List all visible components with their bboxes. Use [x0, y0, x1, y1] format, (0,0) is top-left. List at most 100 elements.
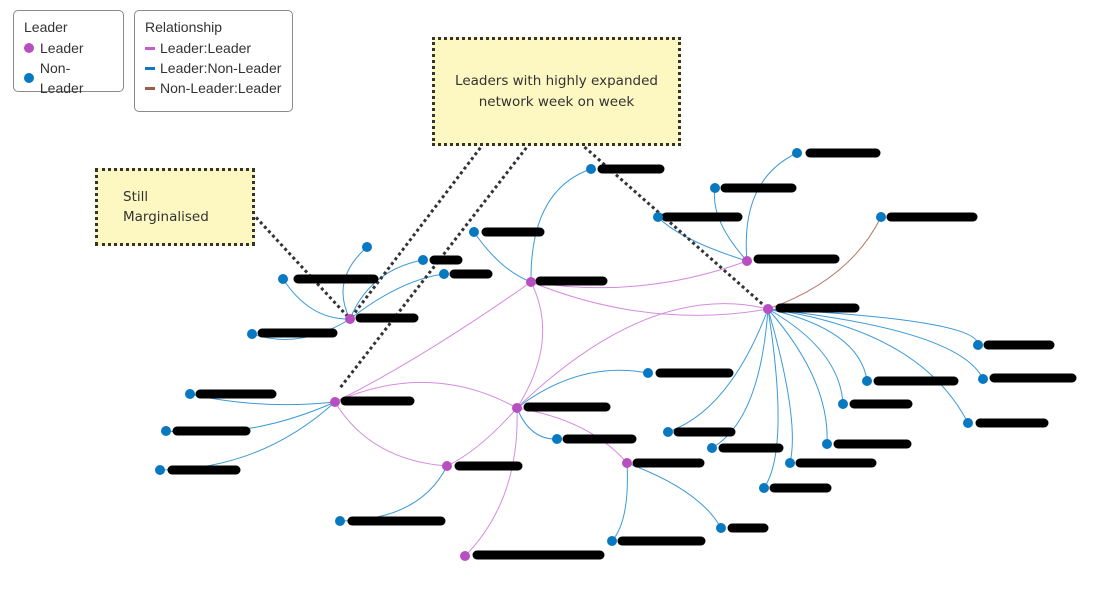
non-leader-node [973, 340, 983, 350]
edge [767, 308, 828, 445]
non-leader-node [862, 376, 872, 386]
edge [767, 216, 882, 310]
non-leader-node [759, 483, 769, 493]
edge [626, 462, 722, 529]
edge [473, 231, 532, 283]
leader-nonleader-line-icon [145, 66, 155, 70]
non-leader-node [362, 242, 372, 252]
non-leader-node [792, 148, 802, 158]
edge [446, 407, 518, 467]
legend-item-leader-leader: Leader:Leader [145, 38, 282, 58]
callout-expanded-network: Leaders with highly expanded network wee… [432, 37, 681, 146]
edge [530, 260, 748, 289]
leader-nonleader-edges [159, 152, 984, 542]
edge [767, 308, 793, 464]
non-leader-node [785, 458, 795, 468]
edge [334, 401, 448, 467]
non-leader-node [876, 212, 886, 222]
non-leader-node [155, 465, 165, 475]
annotation-connectors [250, 141, 769, 389]
edge [713, 187, 748, 262]
leader-node [512, 403, 522, 413]
legend-item-label: Leader [40, 40, 84, 56]
callout-line: Leaders with highly expanded [455, 72, 658, 89]
leader-node [742, 256, 752, 266]
legend-relationship-title: Relationship [145, 19, 223, 35]
non-leader-dot-icon [24, 73, 34, 83]
non-leader-node [838, 399, 848, 409]
legend-item-leader: Leader [24, 38, 113, 58]
non-leader-node [161, 426, 171, 436]
connector-line [250, 211, 352, 321]
callout-line: network week on week [478, 93, 635, 110]
non-leader-node [710, 183, 720, 193]
edge [334, 281, 532, 403]
non-leader-node [663, 427, 673, 437]
edge [516, 407, 558, 440]
non-leader-nodes [155, 148, 988, 546]
leader-node [763, 304, 773, 314]
legend-item-non-leader: Non-Leader [24, 58, 113, 98]
leader-dot-icon [24, 43, 34, 53]
non-leader-node [469, 227, 479, 237]
non-leader-node [607, 536, 617, 546]
edge [657, 216, 748, 262]
legend-leader: Leader Leader Non-Leader [13, 10, 124, 96]
non-leader-node [586, 164, 596, 174]
non-leader-node [963, 418, 973, 428]
legend-leader-title: Leader [24, 19, 68, 35]
edge [763, 308, 779, 489]
edge [745, 152, 798, 262]
edge [530, 168, 592, 283]
edge [516, 303, 769, 409]
non-leader-node [643, 368, 653, 378]
edge [611, 462, 628, 542]
connector-line [338, 142, 532, 389]
leader-node [622, 458, 632, 468]
leader-node [330, 397, 340, 407]
legend-item-nonleader-leader: Non-Leader:Leader [145, 78, 282, 98]
leader-node [460, 551, 470, 561]
non-leader-node [822, 439, 832, 449]
edge [349, 273, 445, 320]
nonleader-leader-edges [767, 216, 882, 310]
connector-line [348, 142, 486, 320]
edge [767, 308, 844, 405]
leader-node [442, 461, 452, 471]
edge [711, 308, 769, 449]
edge [516, 281, 544, 409]
non-leader-node [418, 255, 428, 265]
callout-marginalised: Still Marginalised [95, 168, 255, 246]
leader-node [345, 314, 355, 324]
edge [767, 308, 984, 380]
legend-item-leader-nonleader: Leader:Non-Leader [145, 58, 282, 78]
edge [767, 308, 868, 382]
non-leader-node [247, 329, 257, 339]
non-leader-node [335, 516, 345, 526]
edge [464, 407, 518, 557]
leader-nodes [330, 256, 773, 561]
legend-relationship: Relationship Leader:Leader Leader:Non-Le… [134, 10, 293, 112]
legend-item-label: Non-Leader:Leader [160, 80, 282, 96]
callout-text: Leaders with highly expanded network wee… [455, 71, 658, 113]
callout-line: Still [123, 189, 149, 205]
edge [516, 369, 649, 409]
legend-item-label: Leader:Leader [160, 40, 252, 56]
edge [667, 308, 769, 433]
non-leader-node [653, 212, 663, 222]
non-leader-node [185, 389, 195, 399]
non-leader-node [978, 374, 988, 384]
leader-node [526, 277, 536, 287]
edge [349, 259, 424, 320]
non-leader-node [439, 269, 449, 279]
callout-line: Marginalised [123, 209, 209, 225]
edge [282, 278, 351, 320]
leader-leader-line-icon [145, 46, 155, 50]
non-leader-node [707, 443, 717, 453]
edge [767, 308, 969, 424]
edge [339, 465, 448, 522]
non-leader-node [278, 274, 288, 284]
leader-leader-edges [334, 260, 769, 557]
nonleader-leader-line-icon [145, 86, 155, 90]
